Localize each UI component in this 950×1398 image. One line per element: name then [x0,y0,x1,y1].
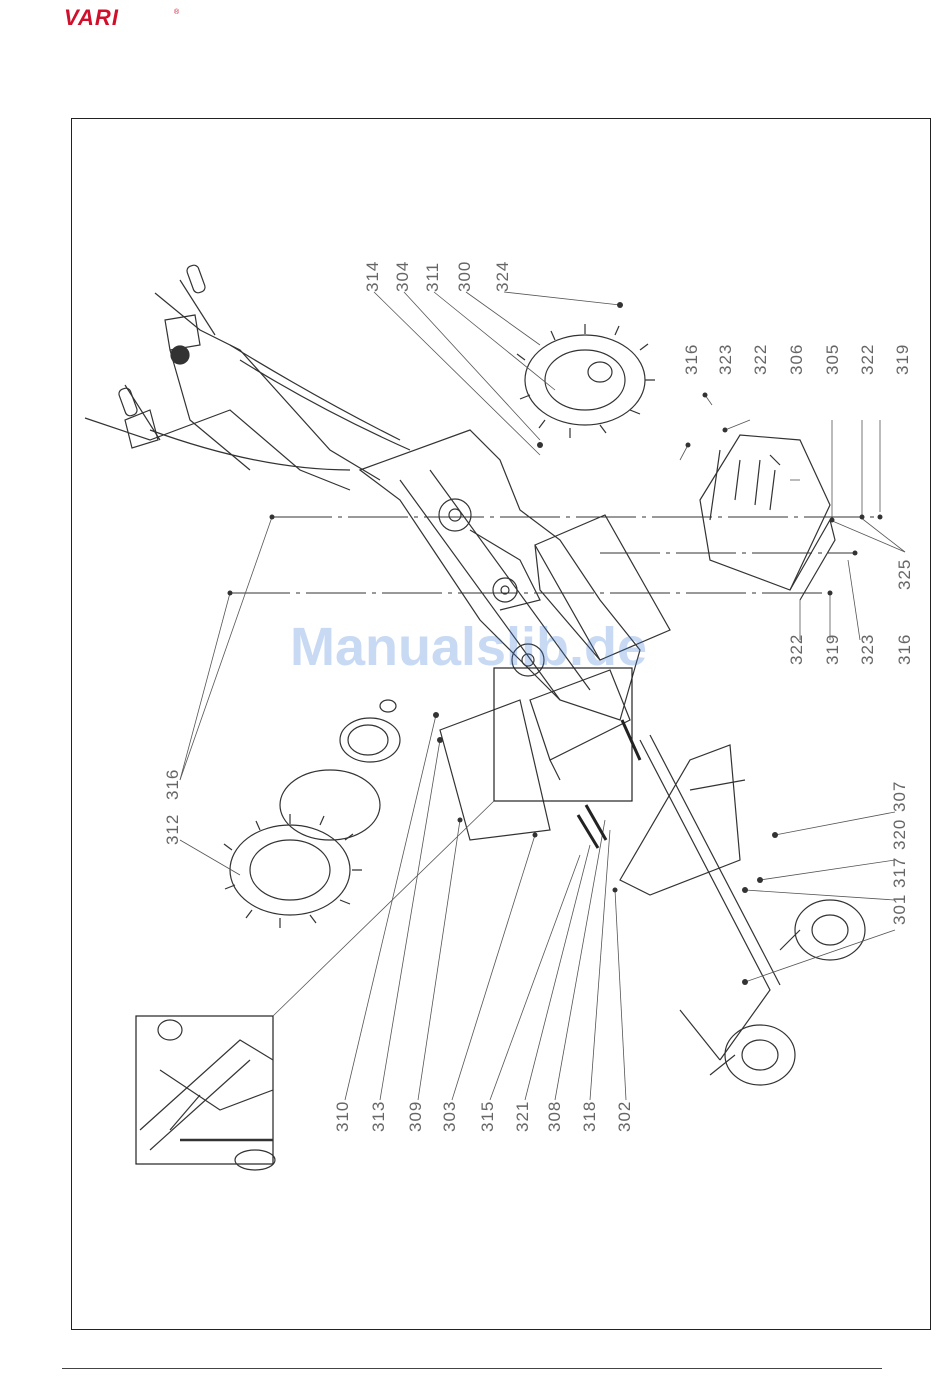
handlebar-assembly [85,264,410,490]
part-label: 319 [823,634,842,665]
part-label: 313 [369,1101,388,1132]
part-label: 318 [580,1101,599,1132]
part-label: 308 [545,1101,564,1132]
part-label: 301 [890,894,909,925]
part-label: 322 [751,344,770,375]
part-labels-left: 316 312 [163,769,182,845]
part-label: 314 [363,261,382,292]
part-label: 306 [787,344,806,375]
part-label: 303 [440,1101,459,1132]
part-label: 323 [858,634,877,665]
lower-cover [440,670,630,840]
part-label: 300 [455,261,474,292]
watermark-text: Manualslib.de [290,617,647,677]
wheel-left [224,700,400,928]
part-label: 311 [423,262,442,292]
part-label: 310 [333,1101,352,1132]
detail-inset [136,1016,273,1164]
part-labels-top: 314 304 311 300 324 [363,261,512,292]
part-label: 307 [890,781,909,812]
part-label: 316 [682,344,701,375]
part-labels-right-top: 316 323 322 306 305 322 319 [682,344,912,375]
part-label: 305 [823,344,842,375]
part-label: 325 [895,559,914,590]
part-label: 320 [890,819,909,850]
part-label: 316 [895,634,914,665]
detail-inset-drawing [140,1020,275,1170]
part-label: 302 [615,1101,634,1132]
part-labels-bottom: 310 313 309 303 315 321 308 318 302 [333,1101,634,1132]
part-label: 321 [513,1101,532,1132]
part-label: 317 [890,857,909,888]
part-label: 315 [478,1101,497,1132]
part-label: 322 [858,344,877,375]
part-label: 324 [493,261,512,292]
part-label: 304 [393,261,412,292]
part-label: 323 [716,344,735,375]
part-labels-right-mid: 307 320 317 301 [890,781,909,925]
wheel-top-right [517,324,655,438]
part-label: 316 [163,769,182,800]
part-label: 319 [893,344,912,375]
part-label: 312 [163,814,182,845]
footer-divider [62,1368,882,1369]
part-label: 322 [787,634,806,665]
part-label: 309 [406,1101,425,1132]
transport-dolly [620,735,865,1085]
